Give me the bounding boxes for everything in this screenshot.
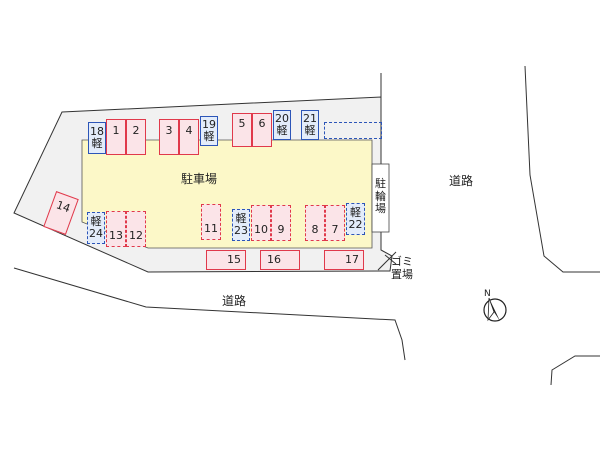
parking-space-17: 17 — [324, 250, 364, 270]
kei-label: 軽 — [91, 137, 103, 150]
svg-text:N: N — [484, 289, 491, 299]
space-number: 17 — [345, 252, 359, 266]
space-number: 24 — [89, 227, 103, 240]
parking-space-4: 4 — [179, 119, 199, 155]
parking-space-24: 軽 24 — [87, 212, 105, 244]
parking-space-7: 7 — [325, 205, 345, 241]
parking-space-12: 12 — [126, 211, 146, 247]
space-number: 13 — [109, 228, 123, 242]
space-number: 9 — [277, 222, 285, 236]
space-number: 22 — [348, 218, 363, 231]
parking-space-18: 18 軽 — [88, 122, 106, 154]
space-number: 2 — [132, 123, 140, 137]
space-number: 18 — [90, 124, 104, 138]
parking-space-unnumbered — [324, 122, 382, 139]
space-number: 10 — [254, 222, 268, 236]
parking-space-22: 軽 22 — [346, 203, 365, 235]
parking-space-10: 10 — [251, 205, 271, 241]
space-number: 11 — [204, 221, 218, 235]
parking-space-13: 13 — [106, 211, 126, 247]
parking-space-20: 20 軽 — [273, 110, 291, 140]
garbage-area-label: ゴミ 置場 — [387, 255, 417, 281]
road-edge-right-2 — [524, 65, 600, 273]
parking-lot-area — [81, 139, 373, 249]
space-number: 12 — [129, 228, 143, 242]
parking-space-15: 15 — [206, 250, 246, 270]
parking-space-8: 8 — [305, 205, 325, 241]
road-label-bottom: 道路 — [222, 294, 247, 308]
bicycle-parking-char-1: 駐 — [375, 177, 386, 190]
space-number: 5 — [238, 116, 246, 130]
space-number: 20 — [275, 111, 289, 125]
parking-space-19: 19 軽 — [200, 116, 218, 146]
kei-label: 軽 — [203, 130, 215, 143]
parking-space-6: 6 — [252, 113, 272, 147]
space-number: 4 — [185, 123, 193, 137]
parking-space-16: 16 — [260, 250, 300, 270]
parking-space-2: 2 — [126, 119, 146, 155]
space-number: 19 — [202, 117, 216, 131]
parking-space-9: 9 — [271, 205, 291, 241]
parking-lot-label: 駐車場 — [181, 172, 218, 186]
garbage-marker-a — [384, 254, 397, 265]
space-number: 7 — [331, 222, 339, 236]
space-number: 1 — [112, 123, 120, 137]
kei-label: 軽 — [276, 124, 288, 137]
kei-label: 軽 — [235, 211, 247, 225]
space-number: 15 — [227, 252, 241, 266]
bicycle-parking-char-2: 輪 — [375, 189, 386, 203]
bicycle-parking-area — [371, 163, 390, 233]
kei-label: 軽 — [90, 214, 102, 228]
space-number: 8 — [311, 222, 319, 236]
kei-label: 軽 — [350, 205, 361, 219]
bicycle-parking-char-3: 場 — [375, 202, 386, 216]
road-edge-bottom — [13, 267, 406, 361]
parking-space-11: 11 — [201, 204, 221, 240]
garbage-marker-b — [377, 251, 397, 271]
garbage-label-line2: 置場 — [391, 267, 413, 281]
north-arrow-icon: N — [483, 289, 507, 322]
space-number: 3 — [165, 123, 173, 137]
space-number: 23 — [234, 224, 248, 237]
space-number: 14 — [54, 198, 73, 216]
space-number: 16 — [267, 252, 281, 266]
road-corner — [550, 355, 600, 386]
bicycle-parking-label: 駐 輪 場 — [373, 177, 388, 216]
parking-space-1: 1 — [106, 119, 126, 155]
space-number: 6 — [258, 116, 266, 130]
road-label-right: 道路 — [449, 174, 474, 188]
space-number: 21 — [303, 111, 317, 125]
parking-space-3: 3 — [159, 119, 179, 155]
parking-space-23: 軽 23 — [232, 209, 250, 241]
parking-space-21: 21 軽 — [301, 110, 319, 140]
parking-space-5: 5 — [232, 113, 252, 147]
garbage-label-line1: ゴミ — [391, 255, 413, 268]
kei-label: 軽 — [304, 124, 316, 137]
